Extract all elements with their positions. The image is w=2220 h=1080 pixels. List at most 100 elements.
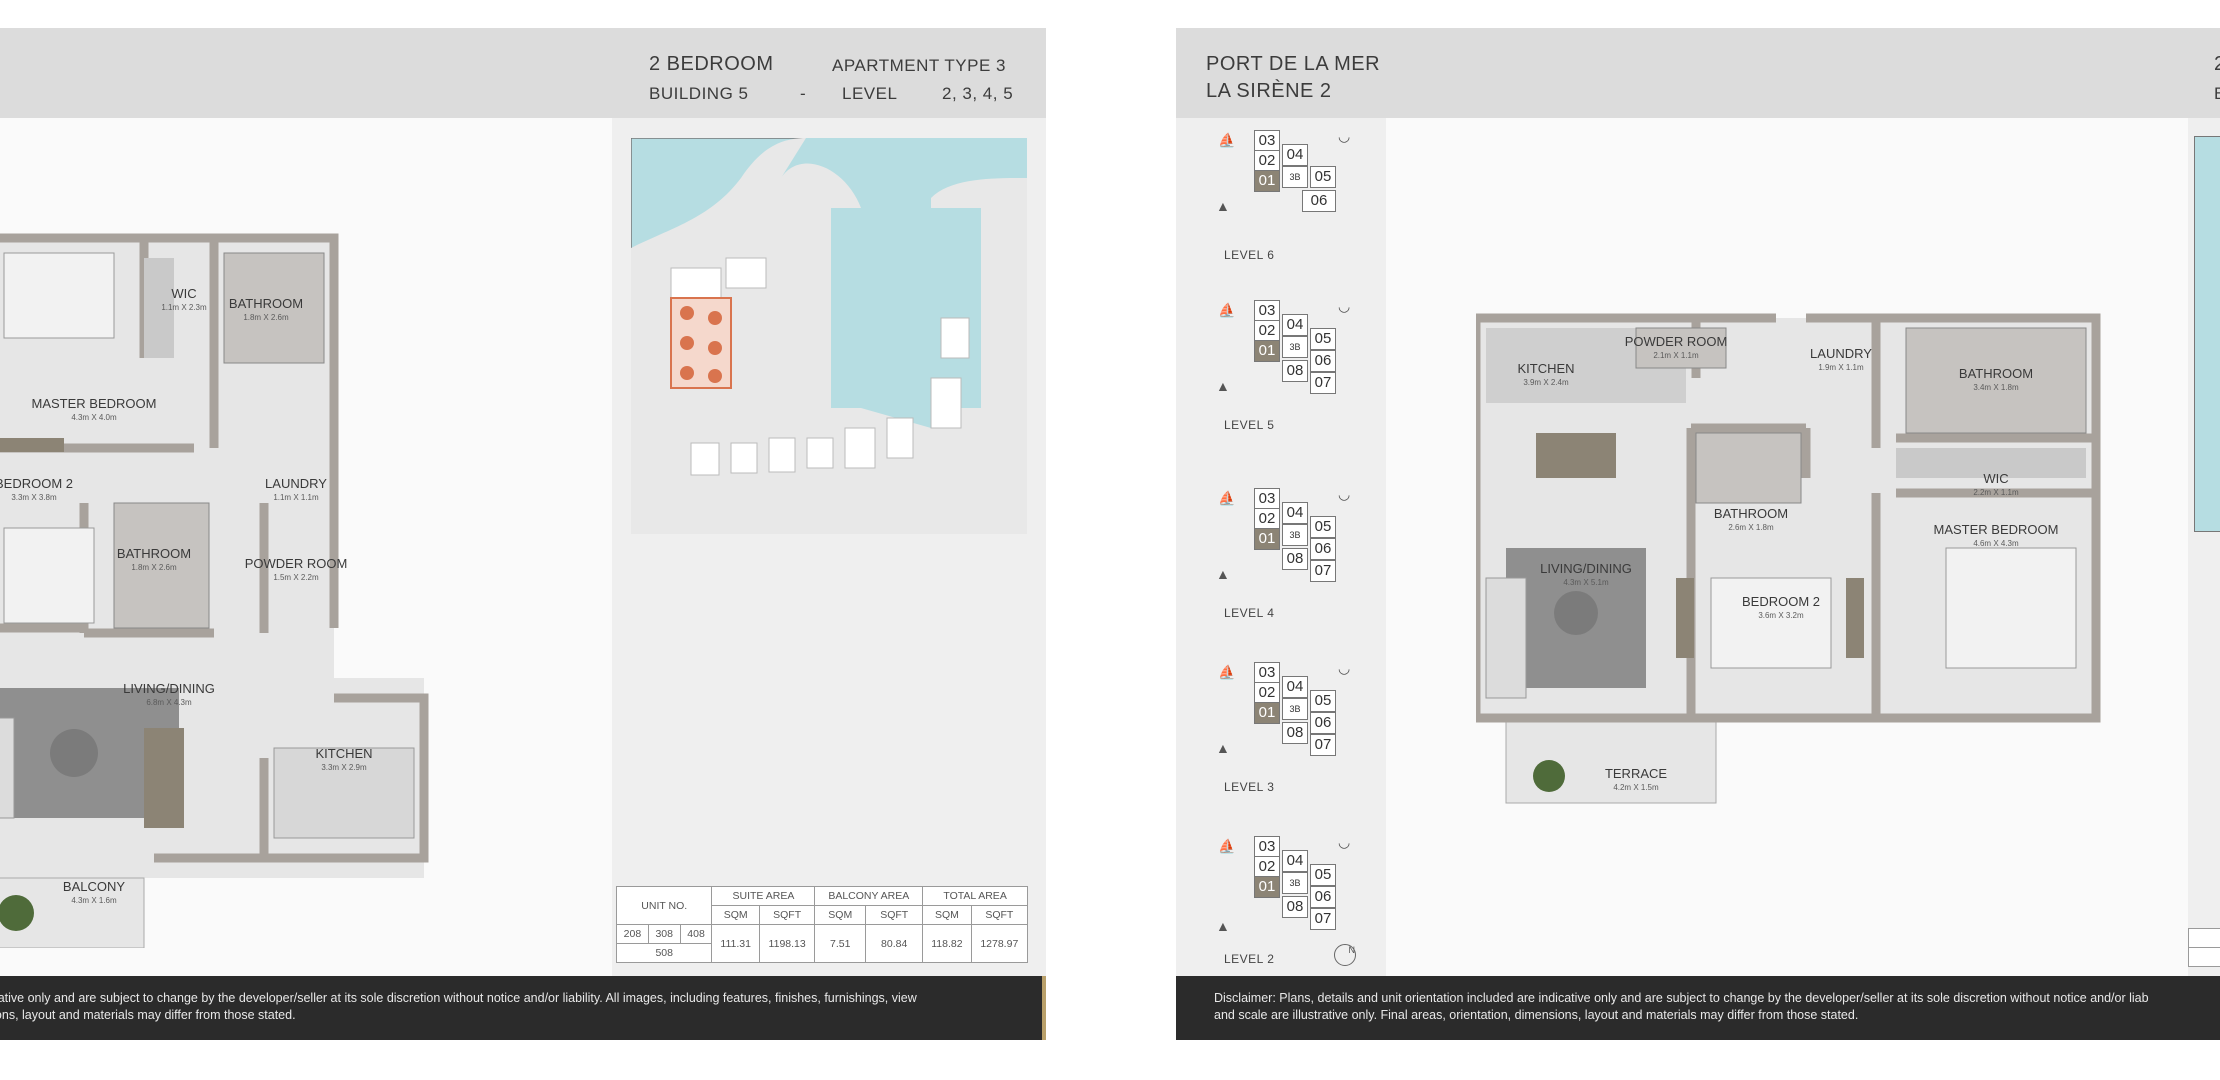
room-living-dining-dim: 6.8m X 4.3m xyxy=(146,698,192,707)
room-kitchen-dim: 3.3m X 2.9m xyxy=(321,763,367,772)
tower-icon: ▲ xyxy=(1216,918,1230,934)
room-bedroom-2: BEDROOM 2 xyxy=(1742,594,1820,609)
room-bathroom-2: BATHROOM xyxy=(117,546,191,561)
unit-cell: 04 xyxy=(1282,144,1308,166)
sailboat-icon: ⛵ xyxy=(1218,838,1236,854)
building-number: BUILDING 5 xyxy=(649,84,749,103)
level-label: LEVEL 2 xyxy=(1224,952,1275,966)
gold-accent-strip xyxy=(1042,976,1046,1040)
room-wic-dim: 1.1m X 2.3m xyxy=(161,303,207,312)
sqft-header: SQFT xyxy=(970,905,1029,925)
seashell-icon: ◡ xyxy=(1338,298,1351,314)
tower-icon: ▲ xyxy=(1216,566,1230,582)
room-living-dining: LIVING/DINING xyxy=(1540,561,1632,576)
unit-cell: 03 xyxy=(1254,300,1280,322)
room-balcony: BALCONY xyxy=(63,879,125,894)
left-floorplan-page: 2 BEDROOM APARTMENT TYPE 3 BUILDING 5 - … xyxy=(0,28,1046,1040)
room-living-dining: LIVING/DINING xyxy=(123,681,215,696)
level-block: ⛵ ◡ 03 02 04 01 3B 05 06 08 07 ▲ LEVEL 3 xyxy=(1206,660,1356,830)
unit-cell: 05 xyxy=(1310,328,1336,350)
unit-number: 201 xyxy=(2188,928,2220,948)
unit-cell: 04 xyxy=(1282,850,1308,872)
unit-cell: 03 xyxy=(1254,130,1280,152)
balcony-sqft: 80.84 xyxy=(865,924,924,963)
disclaimer-line-1: Disclaimer: Plans, details and unit orie… xyxy=(1214,991,2149,1005)
room-balcony-dim: 4.3m X 1.6m xyxy=(71,896,117,905)
unit-cell: 02 xyxy=(1254,320,1280,342)
level-label: LEVEL 5 xyxy=(1224,418,1275,432)
key-plan-map xyxy=(631,138,1027,534)
sqm-header: SQM xyxy=(814,905,867,925)
unit-cell: 04 xyxy=(1282,314,1308,336)
room-wic-dim: 2.2m X 1.1m xyxy=(1973,488,2019,497)
room-terrace-dim: 4.2m X 1.5m xyxy=(1613,783,1659,792)
unit-cell: 07 xyxy=(1310,734,1336,756)
unit-cell: 07 xyxy=(1310,908,1336,930)
area-table: UNIT NO. SUITE AREA BALCONY AREA TOTAL A… xyxy=(615,886,1029,963)
room-laundry: LAUNDRY xyxy=(265,476,327,491)
room-laundry-dim: 1.1m X 1.1m xyxy=(273,493,319,502)
unit-cell: 02 xyxy=(1254,508,1280,530)
room-bathroom-1-dim: 3.4m X 1.8m xyxy=(1973,383,2019,392)
room-bathroom-2: BATHROOM xyxy=(1714,506,1788,521)
room-living-dining-dim: 4.3m X 5.1m xyxy=(1563,578,1609,587)
sqm-header: SQM xyxy=(711,905,760,925)
key-plan-map-cut xyxy=(2194,136,2220,532)
bedroom-count: 2 BEDROOM xyxy=(649,53,774,75)
room-kitchen-dim: 3.9m X 2.4m xyxy=(1523,378,1569,387)
suite-area-header: SUITE AREA xyxy=(711,886,816,906)
level-numbers: 2, 3, 4, 5 xyxy=(942,84,1014,103)
unit-cell-highlighted: 01 xyxy=(1254,170,1280,192)
room-master-bedroom: MASTER BEDROOM xyxy=(32,396,157,411)
suite-sqm: 111.31 xyxy=(711,924,760,963)
tower-icon: ▲ xyxy=(1216,198,1230,214)
level-block: ⛵ ◡ 03 02 04 01 3B 05 06 08 07 ▲ LEVEL 5 xyxy=(1206,298,1356,468)
sailboat-icon: ⛵ xyxy=(1218,664,1236,680)
suite-sqft: 1198.13 xyxy=(758,924,816,963)
unit-cell-highlighted: 01 xyxy=(1254,340,1280,362)
level-label: LEVEL 4 xyxy=(1224,606,1275,620)
unit-cell: 07 xyxy=(1310,372,1336,394)
unit-number: 408 xyxy=(679,924,713,944)
unit-cell: 08 xyxy=(1282,360,1308,382)
unit-cell: 03 xyxy=(1254,488,1280,510)
total-area-header: TOTAL AREA xyxy=(922,886,1028,906)
room-wic: WIC xyxy=(171,286,196,301)
room-laundry-dim: 1.9m X 1.1m xyxy=(1818,363,1864,372)
unit-cell: 06 xyxy=(1310,886,1336,908)
unit-cell: 04 xyxy=(1282,502,1308,524)
level-label: LEVEL 3 xyxy=(1224,780,1275,794)
room-bathroom-1-dim: 1.8m X 2.6m xyxy=(243,313,289,322)
unit-cell: 02 xyxy=(1254,682,1280,704)
project-name: PORT DE LA MER xyxy=(1206,53,1381,75)
separator-dash: - xyxy=(800,84,807,103)
sailboat-icon: ⛵ xyxy=(1218,490,1236,506)
header-band xyxy=(1176,28,2220,118)
unit-cell: 08 xyxy=(1282,722,1308,744)
total-sqm: 118.82 xyxy=(922,924,972,963)
unit-cell: 05 xyxy=(1310,516,1336,538)
unit-cell: 08 xyxy=(1282,548,1308,570)
floor-plan-type3: MASTER BEDROOM 4.3m X 4.0m WIC 1.1m X 2.… xyxy=(0,233,429,948)
tower-icon: ▲ xyxy=(1216,740,1230,756)
area-table-cut: 201 501 xyxy=(2188,928,2220,967)
level-label: LEVEL 6 xyxy=(1224,248,1275,262)
header-cut-top: 2 xyxy=(2214,53,2220,76)
room-master-bedroom: MASTER BEDROOM xyxy=(1934,522,2059,537)
north-symbol: N xyxy=(1348,945,1356,955)
unit-cell: 3B xyxy=(1282,872,1308,894)
level-block: ⛵ ◡ 03 02 04 01 3B 05 06 08 07 ▲ LEVEL 4 xyxy=(1206,486,1356,656)
room-powder-room-dim: 1.5m X 2.2m xyxy=(273,573,319,582)
room-kitchen: KITCHEN xyxy=(1517,361,1574,376)
tower-icon: ▲ xyxy=(1216,378,1230,394)
level-block: ⛵ ◡ 03 02 04 01 3B 05 06 ▲ LEVEL 6 xyxy=(1206,128,1356,288)
seashell-icon: ◡ xyxy=(1338,128,1351,144)
balcony-sqm: 7.51 xyxy=(814,924,867,963)
unit-cell: 06 xyxy=(1310,538,1336,560)
room-bedroom-2: BEDROOM 2 xyxy=(0,476,73,491)
unit-number: 501 xyxy=(2188,947,2220,967)
sailboat-icon: ⛵ xyxy=(1218,302,1236,318)
unit-cell: 3B xyxy=(1282,166,1308,188)
level-block: ⛵ ◡ 03 02 04 01 3B 05 06 08 07 ▲ LEVEL 2… xyxy=(1206,834,1356,976)
room-wic: WIC xyxy=(1983,471,2008,486)
